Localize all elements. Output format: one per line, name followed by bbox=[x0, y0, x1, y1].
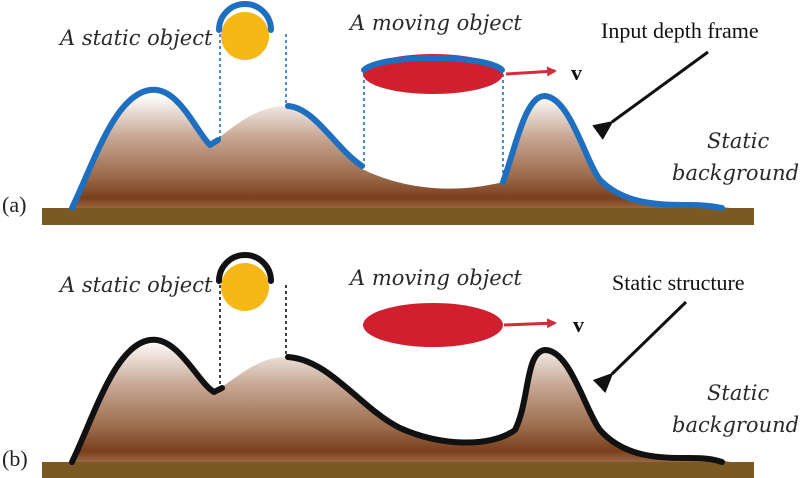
panel-b: v A static object A moving object Static… bbox=[2, 252, 799, 478]
depth-outline-right bbox=[500, 93, 725, 211]
panel-label-a: (a) bbox=[2, 192, 26, 217]
velocity-label-b: v bbox=[573, 312, 584, 337]
static-object-a bbox=[221, 12, 269, 60]
panel-label-b: (b) bbox=[2, 446, 28, 471]
pointer-label-a: Input depth frame bbox=[601, 18, 759, 43]
static-object-label-a: A static object bbox=[58, 26, 213, 50]
moving-object-label-b: A moving object bbox=[348, 266, 522, 290]
ground-bar-a bbox=[42, 208, 754, 225]
pointer-label-b: Static structure bbox=[612, 270, 745, 295]
velocity-arrow-a bbox=[505, 66, 557, 77]
background-label-a-line1: Static bbox=[707, 129, 770, 153]
background-label-b-line1: Static bbox=[707, 381, 770, 405]
pointer-arrow-a bbox=[592, 50, 709, 140]
velocity-label-a: v bbox=[571, 60, 582, 85]
moving-object-b bbox=[363, 303, 503, 347]
structure-outline-left bbox=[69, 336, 225, 465]
terrain-fill-b bbox=[72, 339, 730, 462]
static-object-cap-b bbox=[216, 252, 274, 284]
moving-object-cap-a bbox=[361, 55, 505, 73]
pointer-arrow-b bbox=[592, 300, 688, 394]
depth-outline-left bbox=[69, 86, 221, 211]
depth-outline-middle bbox=[285, 103, 365, 169]
background-label-a-line2: background bbox=[672, 161, 799, 185]
static-object-label-b: A static object bbox=[58, 273, 213, 297]
panel-a: v A static object A moving object Input … bbox=[2, 1, 799, 225]
background-label-b-line2: background bbox=[672, 413, 799, 437]
structure-outline-right bbox=[285, 347, 725, 465]
ground-bar-b bbox=[42, 462, 754, 478]
moving-object-a bbox=[363, 54, 503, 94]
static-object-b bbox=[221, 263, 269, 311]
moving-object-label-a: A moving object bbox=[348, 11, 522, 35]
static-object-cap-a bbox=[216, 1, 274, 33]
terrain-fill-a bbox=[72, 89, 730, 208]
velocity-arrow-b bbox=[503, 318, 557, 329]
